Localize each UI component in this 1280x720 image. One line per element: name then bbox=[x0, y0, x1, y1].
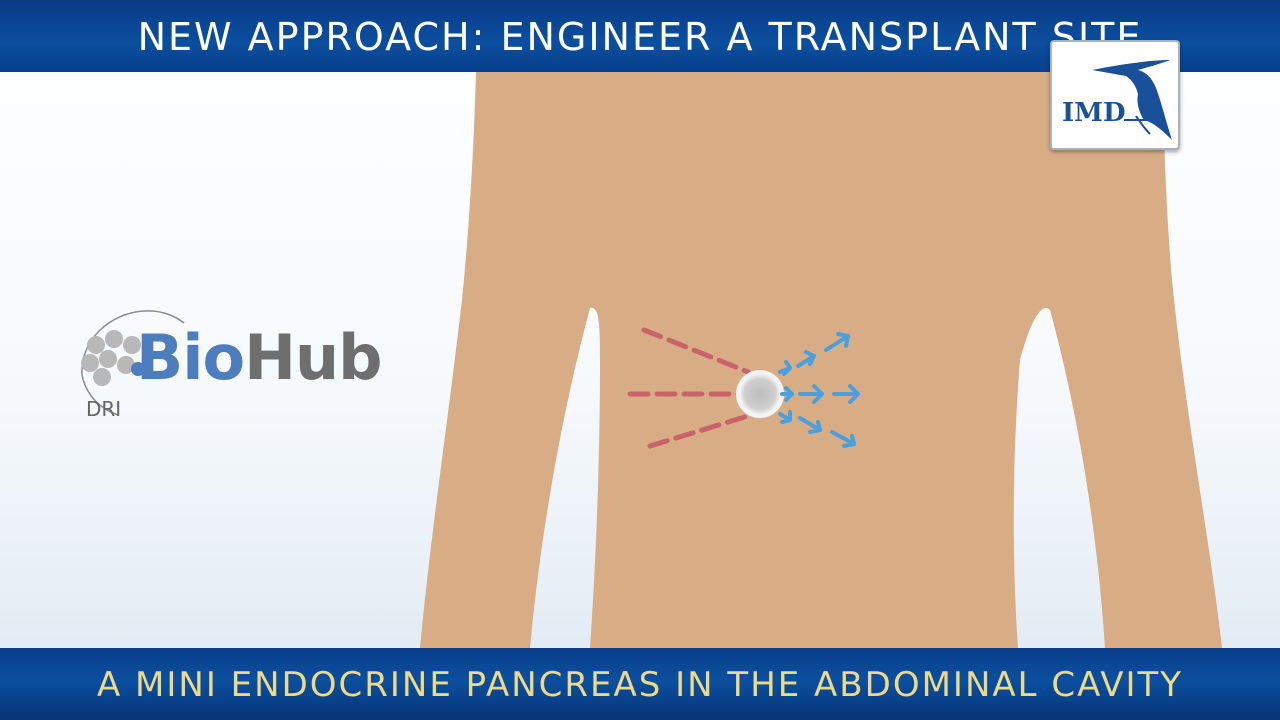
imd-logo-text: IMD bbox=[1062, 98, 1126, 128]
torso-illustration bbox=[420, 72, 1222, 648]
slide-caption: A MINI ENDOCRINE PANCREAS IN THE ABDOMIN… bbox=[96, 665, 1184, 705]
incoming-vessels bbox=[627, 327, 751, 449]
biohub-bio: Bio bbox=[136, 321, 245, 394]
title-banner: NEW APPROACH: ENGINEER A TRANSPLANT SITE bbox=[0, 0, 1280, 72]
slide-title: NEW APPROACH: ENGINEER A TRANSPLANT SITE bbox=[137, 15, 1143, 59]
implant-site bbox=[736, 370, 784, 418]
biohub-hub: Hub bbox=[244, 321, 382, 394]
kingfisher-icon bbox=[1092, 60, 1172, 140]
biohub-logo: BioHub DRI bbox=[70, 305, 410, 425]
biohub-wordmark: BioHub bbox=[136, 321, 383, 394]
imd-logo: IMD bbox=[1050, 40, 1180, 150]
torso bbox=[420, 72, 1222, 648]
caption-banner: A MINI ENDOCRINE PANCREAS IN THE ABDOMIN… bbox=[0, 648, 1280, 720]
cells-icon bbox=[81, 310, 185, 416]
outgoing-arrows bbox=[778, 332, 860, 448]
biohub-dri: DRI bbox=[86, 397, 122, 421]
